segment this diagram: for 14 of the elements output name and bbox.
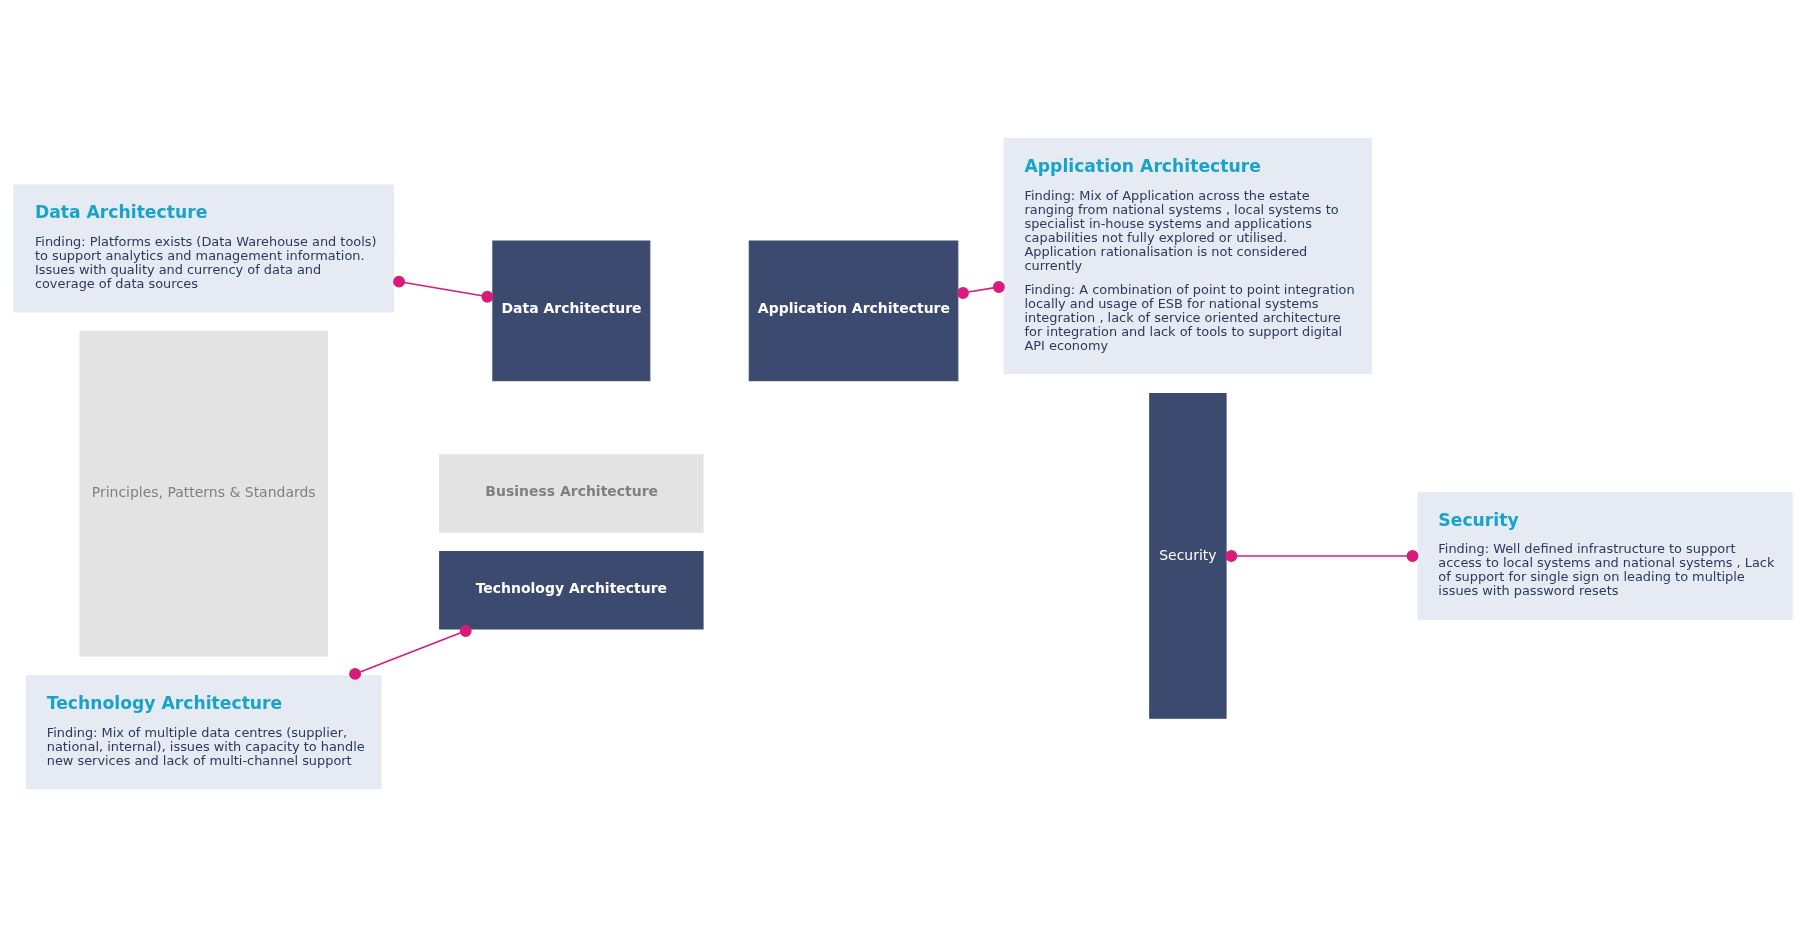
connector — [1224, 549, 1418, 562]
node-box: Data Architecture Finding: Platforms exists (Data Warehouse and tools) to support analytics and management information. Issues with quality and currency of data and coverage of data sources — [12, 184, 394, 312]
node-box: Security Finding: Well defined infrastructure to support access to local systems and national systems , Lack of support for single sign on leading to multiple issues with password resets — [1416, 491, 1793, 620]
node-box: Data Architecture — [491, 239, 650, 381]
connector — [392, 275, 493, 303]
node-box: Business Architecture — [438, 453, 704, 533]
connector — [956, 280, 1005, 299]
node-box: Principles, Patterns & Standards — [79, 330, 328, 656]
node-box: Application Architecture Finding: Mix of Application across the estate ranging from national systems , local systems to specialist in-house systems and applications capabilities not fully explored or utilised. Application rationalisation is not considered currently Finding: A combination of point to point integration locally and usage of ESB for national systems integration , lack of service oriented architecture for integration and lack of tools to support digital API economy — [1003, 137, 1372, 374]
node-box: Application Architecture — [748, 239, 958, 381]
node-box: Technology Architecture — [438, 550, 704, 630]
node-box: Technology Architecture Finding: Mix of multiple data centres (supplier, national, internal), issues with capacity to handle new services and lack of multi-channel support — [25, 674, 382, 789]
node-box: Security — [1148, 392, 1227, 719]
connector — [348, 624, 472, 680]
